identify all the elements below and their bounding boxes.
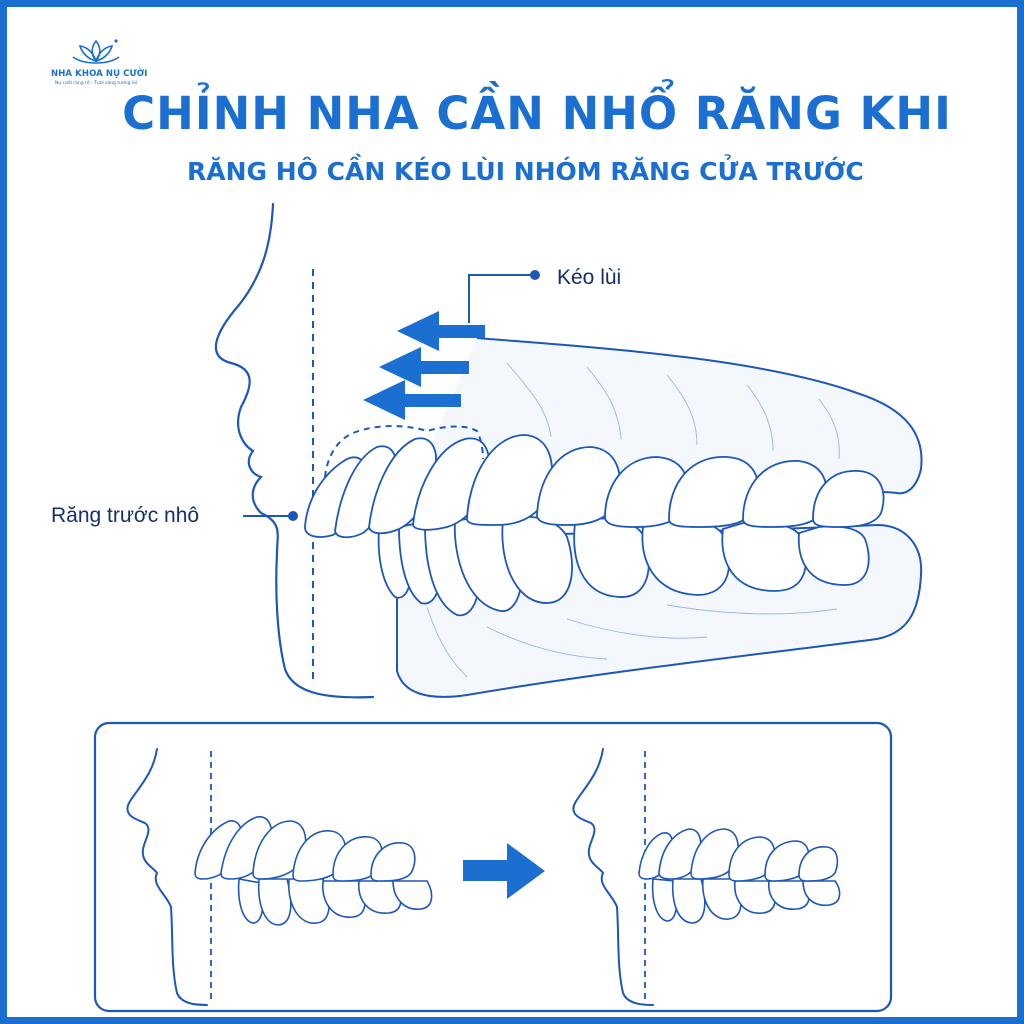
pull-back-arrows	[363, 311, 485, 420]
arrow-left-icon	[397, 311, 485, 351]
page-title: CHỈNH NHA CẦN NHỔ RĂNG KHI	[122, 87, 952, 140]
upper-teeth	[304, 434, 885, 539]
pull-back-label: Kéo lùi	[557, 266, 622, 289]
pull-back-leader	[468, 270, 540, 323]
gum-texture	[426, 362, 840, 678]
front-teeth-label: Răng trước nhô	[51, 504, 200, 527]
arrow-right-icon	[463, 843, 545, 899]
page-subtitle: RĂNG HÔ CẦN KÉO LÙI NHÓM RĂNG CỬA TRƯỚC	[187, 157, 864, 186]
clinic-logo: NHA KHOA NỤ CƯỜI Nụ cười rạng rỡ - Tươi …	[51, 37, 148, 86]
logo-tagline: Nụ cười rạng rỡ - Tươi sáng tương lai	[54, 81, 138, 86]
arrow-left-icon	[379, 347, 469, 387]
before-profile	[126, 748, 433, 1006]
face-profile	[214, 202, 375, 699]
arrow-left-icon	[363, 380, 461, 420]
lower-teeth	[377, 515, 870, 617]
after-profile	[572, 748, 841, 1006]
logo-name: NHA KHOA NỤ CƯỜI	[51, 69, 148, 79]
target-position-outline	[324, 425, 484, 478]
orthodontic-illustration	[93, 202, 923, 1013]
lotus-icon	[72, 39, 120, 64]
